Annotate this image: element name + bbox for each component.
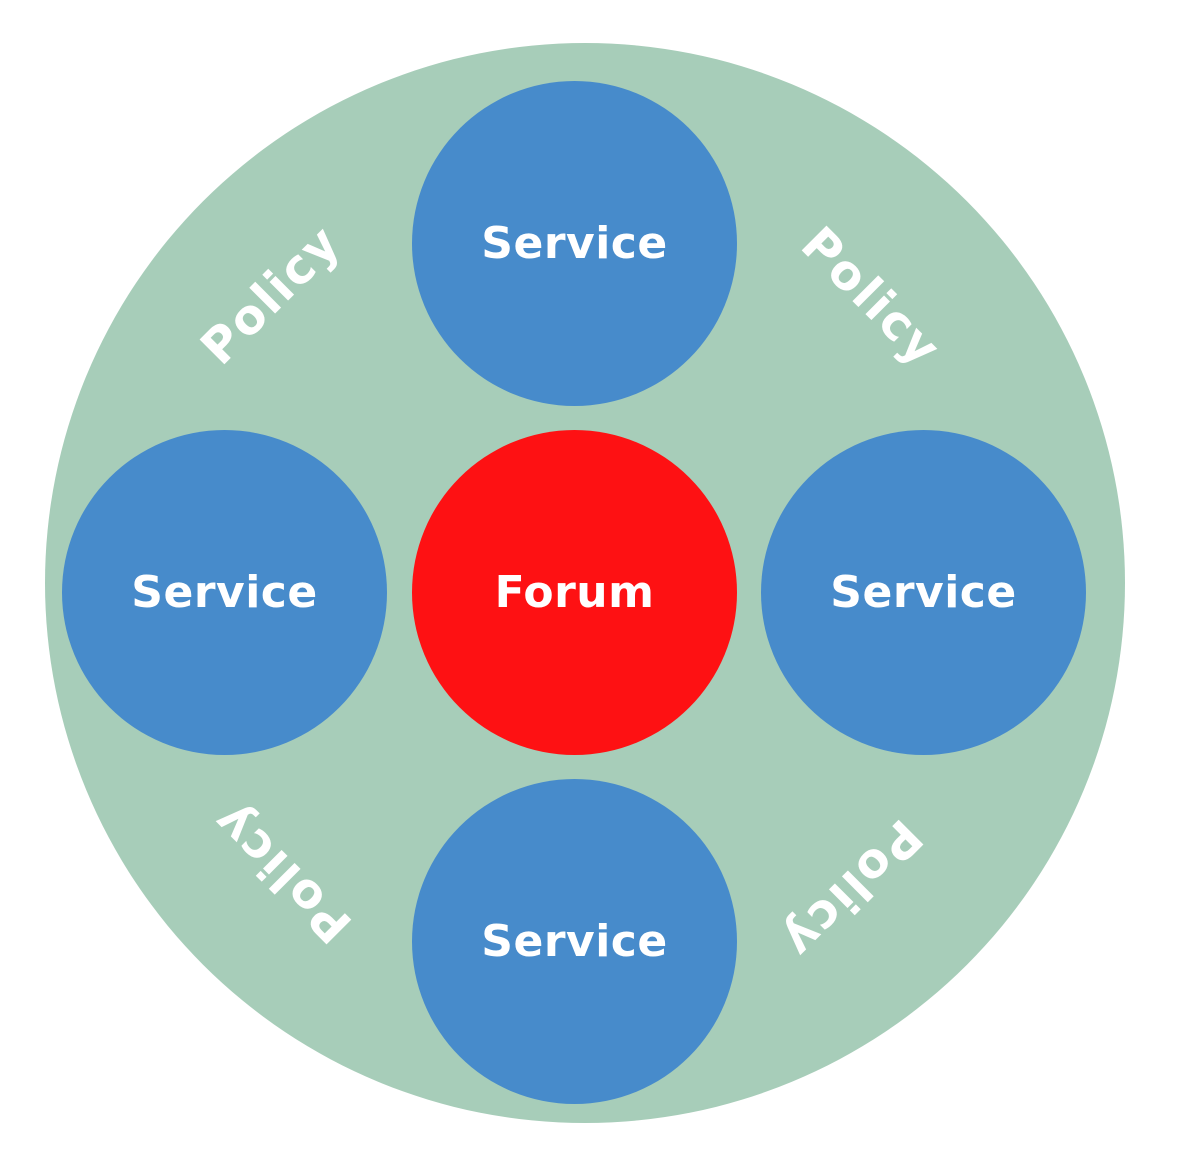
service-label-left: Service [131, 567, 318, 618]
service-label-bottom: Service [481, 916, 668, 967]
service-node-left: Service [62, 430, 387, 755]
forum-label: Forum [494, 567, 655, 618]
forum-node: Forum [412, 430, 737, 755]
service-label-right: Service [830, 567, 1017, 618]
service-node-top: Service [412, 81, 737, 406]
service-node-bottom: Service [412, 779, 737, 1104]
service-node-right: Service [761, 430, 1086, 755]
service-label-top: Service [481, 218, 668, 269]
